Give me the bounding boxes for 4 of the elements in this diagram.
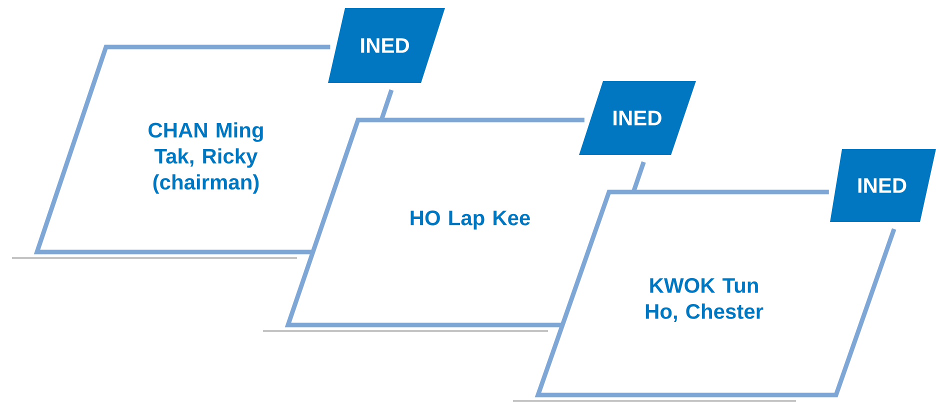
tag: INED [830, 149, 936, 222]
tag: INED [328, 8, 445, 83]
tag: INED [579, 81, 696, 155]
node-label: HO Lap Kee [410, 210, 530, 230]
